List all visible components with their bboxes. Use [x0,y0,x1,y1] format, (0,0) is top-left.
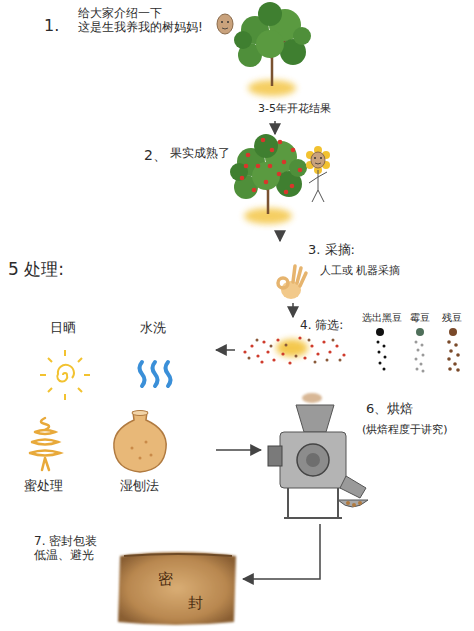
step-text: 人工或 机器采摘 [320,264,401,277]
step-group: 7. 密封包装 低温、避光密封 [30,530,242,628]
process-label: 蜜处理 [24,478,63,494]
step-group: 1. 给大家介绍一下 这是生我养我的树妈妈! 3-5年开花结果 [40,2,340,120]
roaster-machine [268,393,368,518]
step-group: 2、果实成熟了 [140,135,340,230]
step-text: 3-5年开花结果 [258,102,331,115]
step-group: 4. 筛选: [236,318,356,368]
process-label: 选出黑豆 [362,312,402,324]
sorted-beans [376,328,460,373]
coffee-bag [118,552,236,625]
step-group: 6、烘焙 (烘焙程度于讲究) [262,395,470,523]
step-text: 6、烘焙 [366,401,413,417]
step-text: 密 [158,570,173,588]
step-text: 5 处理: [8,259,64,279]
process-label: 霉豆 [410,312,430,324]
tree [234,2,311,96]
jar-icon [114,411,166,473]
step-text: 2、 [144,147,167,164]
bean-character [306,146,330,202]
process-label: 湿刨法 [120,478,159,494]
hand-icon [278,266,306,299]
step-text: 给大家介绍一下 这是生我养我的树妈妈! [78,6,218,35]
step-text: 果实成熟了 [170,146,230,160]
step-text: 7. 密封包装 低温、避光 [34,534,122,563]
process-label: 残豆 [442,312,462,324]
process-label: 水洗 [140,320,166,336]
step-group: 3. 采摘: 人工或 机器采摘 [268,242,448,302]
flow-arrow [292,303,294,317]
step-text: 3. 采摘: [308,242,355,258]
honey-icon [30,418,60,470]
step-text: 1. [44,16,59,35]
flow-arrow [274,121,276,134]
step-group: 5 处理: [4,255,215,495]
flow-arrow [216,349,235,351]
step-text: 4. 筛选: [300,318,343,332]
step-text: 封 [188,594,203,612]
flow-arrow [279,231,281,241]
sun-icon [40,350,90,400]
bean-face [217,14,233,34]
process-label: 日晒 [50,320,76,336]
water-icon [140,362,171,386]
flow-arrow [216,449,261,451]
flow-arrow [243,524,320,579]
fruit-tree [230,134,307,224]
step-text: (烘焙程度于讲究) [362,423,466,436]
bean-pile [243,336,345,364]
